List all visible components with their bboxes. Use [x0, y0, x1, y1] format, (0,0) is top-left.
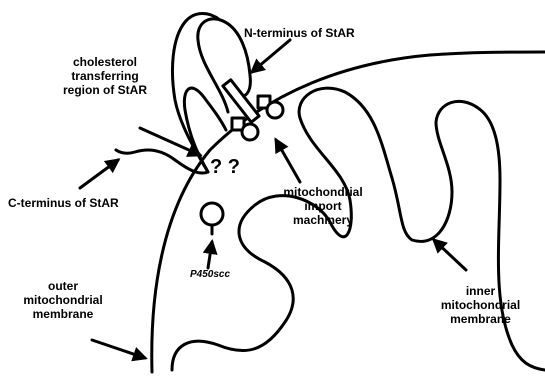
outer-membrane-line-1: outer: [8, 280, 118, 294]
inner-membrane-line-3: membrane: [418, 313, 543, 327]
import-machinery-line-3: machinery: [268, 214, 378, 228]
import-circle-upper: [267, 102, 283, 118]
inner-membrane-line: [172, 88, 545, 370]
n-terminus-rod: [223, 80, 259, 122]
arrow-n-terminus: [252, 40, 290, 72]
arrow-p450: [208, 242, 212, 268]
arrow-outer-membrane: [92, 340, 145, 358]
outer-membrane-line-2: mitochondrial: [8, 294, 118, 308]
p450-circle: [201, 203, 223, 225]
c-terminus-label: C-terminus of StAR: [8, 197, 119, 211]
arrow-inner-membrane: [434, 240, 466, 270]
arrow-c-terminus: [80, 160, 118, 188]
arrow-import-machinery: [276, 140, 300, 182]
outer-membrane-label: outer mitochondrial membrane: [8, 280, 118, 321]
cholesterol-region-line-2: transferring: [42, 70, 168, 84]
import-machinery-line-1: mitochondrial: [268, 186, 378, 200]
import-machinery-label: mitochondrial import machinery: [268, 186, 378, 227]
p450-label: P450scc: [190, 269, 230, 281]
import-machinery-line-2: import: [268, 200, 378, 214]
question-marks-label: ? ?: [210, 156, 240, 179]
cholesterol-region-line-3: region of StAR: [42, 84, 168, 98]
n-terminus-label: N-terminus of StAR: [244, 27, 355, 41]
cholesterol-region-line-1: cholesterol: [42, 56, 168, 70]
outer-membrane-line-3: membrane: [8, 308, 118, 322]
inner-membrane-label: inner mitochondrial membrane: [418, 285, 543, 326]
cholesterol-region-label: cholesterol transferring region of StAR: [42, 56, 168, 97]
import-circle-lower: [242, 124, 258, 140]
inner-membrane-line-2: mitochondrial: [418, 299, 543, 313]
inner-membrane-line-1: inner: [418, 285, 543, 299]
